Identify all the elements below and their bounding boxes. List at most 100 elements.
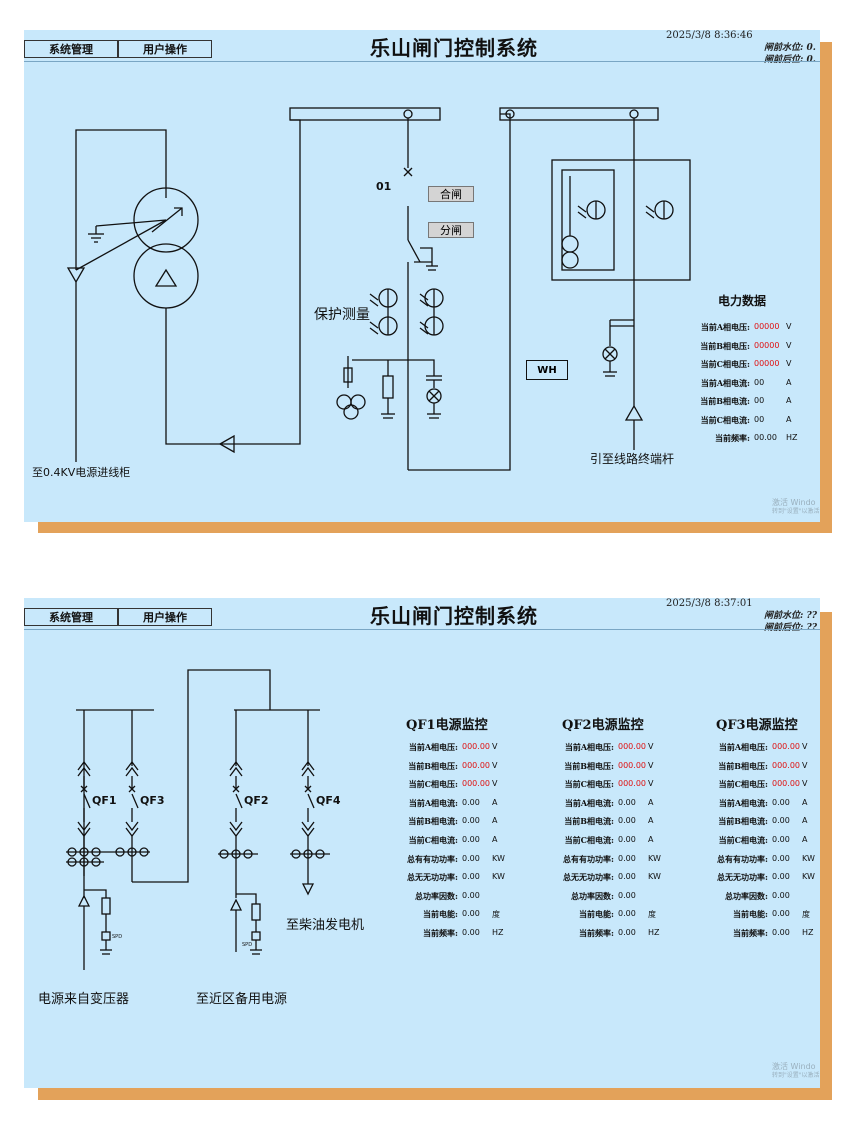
row-value: 000.00 [462,742,490,751]
row-unit: KW [802,853,815,863]
arrow-left [218,434,235,454]
row-value: 000.00 [618,742,646,751]
header-divider [24,629,820,630]
row-unit: KW [492,872,505,882]
row-value: 000.00 [772,779,800,789]
row-value: 000.00 [462,760,490,770]
row-unit: HZ [492,928,504,937]
row-unit: V [802,760,808,770]
row-value: 00 [754,414,765,424]
protect-label: 保护测量 [314,307,370,323]
row-unit: V [492,779,498,789]
row-value: 0.00 [618,890,636,900]
row-unit: KW [648,872,661,882]
row-value: 0.00 [618,816,636,826]
row-label: 当前B相电压: [564,760,614,771]
close-button[interactable]: 合闸 [428,186,474,202]
row-unit: HZ [802,928,814,937]
row-unit: HZ [786,433,798,442]
row-unit: 度 [802,910,810,920]
row-unit: A [492,797,498,807]
row-unit: KW [492,853,505,863]
top-bar: 系统管理 用户操作 乐山闸门控制系统 2025/3/8 8:36:46 闸前水位… [24,30,820,65]
row-value: 0.00 [618,797,636,807]
row-value: 000.00 [772,760,800,770]
row-label: 当前B相电流: [700,396,750,406]
row-value: 00000 [754,322,780,331]
breaker-qf1: QF1 [92,794,117,807]
row-label: 当前A相电压: [700,322,750,332]
menu-user-operation[interactable]: 用户操作 [118,608,212,626]
row-unit: A [786,414,792,424]
row-label: 当前A相电压: [408,742,458,752]
breaker-id: 01 [376,180,392,193]
breaker-qf4: QF4 [316,794,341,807]
menu-system-management[interactable]: 系统管理 [24,608,118,626]
row-label: 当前C相电压: [718,779,768,790]
row-label: 当前C相电流: [564,835,614,845]
row-label: 当前频率: [733,928,768,938]
row-label: 总无无功功率: [717,872,768,883]
row-unit: A [648,797,654,807]
page-title: 乐山闸门控制系统 [370,36,538,60]
datetime: 2025/3/8 8:37:01 [666,598,753,609]
single-line-diagram-2 [66,669,330,970]
row-label: 当前A相电流: [718,797,768,808]
row-label: 当前B相电流: [564,816,614,827]
row-value: 0.00 [772,890,790,900]
row-value: 0.00 [462,928,480,937]
row-unit: V [786,322,792,331]
row-unit: A [492,835,498,844]
row-label: 总功率因数: [725,890,768,901]
row-value: 0.00 [462,816,480,826]
row-value: 0.00 [772,835,790,844]
row-unit: V [786,359,792,368]
row-value: 00 [754,396,765,405]
row-value: 00 [754,377,765,387]
row-unit: V [648,742,654,751]
label-backup: 至近区备用电源 [196,992,288,1007]
datetime: 2025/3/8 8:36:46 [666,30,753,41]
row-label: 当前频率: [423,928,458,938]
row-unit: V [492,742,498,751]
panel-title-3: QF3电源监控 [716,718,798,733]
level-front: 闸前水位: 0. [764,43,816,53]
open-button[interactable]: 分闸 [428,222,474,238]
row-label: 总无无功功率: [407,872,458,883]
row-label: 当前电能: [423,909,458,920]
row-label: 总有有功功率: [407,853,458,864]
breaker-qf3: QF3 [140,794,165,807]
row-label: 当前B相电压: [718,760,768,771]
row-value: 00000 [754,359,780,368]
row-label: 总功率因数: [571,890,614,901]
menu-user-operation[interactable]: 用户操作 [118,40,212,58]
row-label: 当前A相电流: [700,377,750,388]
row-unit: V [802,742,808,751]
row-label: 总有有功功率: [563,853,614,864]
row-value: 0.00 [462,835,480,844]
arrow-up [624,404,644,421]
header-divider [24,61,820,62]
row-unit: A [802,797,808,807]
power-data-title: 电力数据 [718,294,767,308]
row-value: 0.00 [462,872,480,882]
row-label: 当前B相电压: [408,760,458,771]
row-label: 当前A相电流: [408,797,458,808]
page-title: 乐山闸门控制系统 [370,604,538,628]
row-unit: A [786,396,792,405]
row-value: 0.00 [462,853,480,863]
top-bar: 系统管理 用户操作 乐山闸门控制系统 2025/3/8 8:37:01 闸前水位… [24,598,820,633]
row-value: 0.00 [462,909,480,919]
row-value: 0.00 [618,872,636,882]
screen2: 系统管理 用户操作 乐山闸门控制系统 2025/3/8 8:37:01 闸前水位… [24,598,820,1088]
row-unit: V [786,340,792,350]
line-label: 引至线路终端杆 [590,452,675,466]
row-label: 当前A相电流: [564,797,614,808]
row-value: 0.00 [772,816,790,826]
wire [75,129,167,270]
menu-system-management[interactable]: 系统管理 [24,40,118,58]
row-label: 当前A相电压: [564,742,614,752]
row-unit: V [802,779,808,789]
busbar-right [499,107,659,121]
transformer-secondary [133,243,199,309]
